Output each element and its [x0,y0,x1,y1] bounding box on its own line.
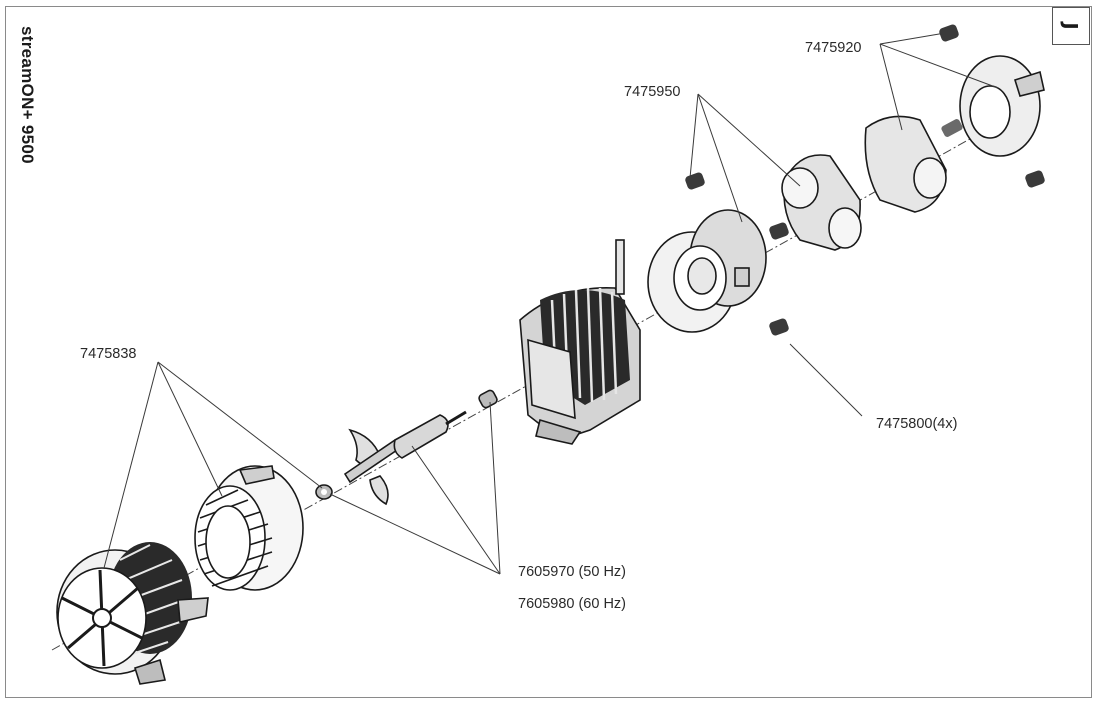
leader-lines-7605970 [329,401,501,575]
rear-bushing [478,389,498,409]
leader-lines-7475838 [103,361,323,569]
motor-flange-part [647,209,767,333]
front-bushing [315,484,333,500]
screw-middle [769,222,789,240]
diagram-frame [5,6,1092,698]
rotor-impeller-part [343,410,467,506]
leader-lines-7475920 [879,32,999,131]
part-number-7605980: 7605980 (60 Hz) [518,596,627,612]
rear-mount-part [959,55,1045,157]
motor-block-part [519,239,641,445]
leader-lines-7475950 [689,93,801,223]
screw-bottom-right [1025,170,1045,188]
screw-upper-left [685,172,705,190]
part-number-7605970: 7605970 (50 Hz) [518,564,627,580]
leader-line-7475800 [789,343,863,417]
suction-plate-part [864,115,947,213]
intake-cage-part [56,542,209,685]
screw-top-right [939,24,959,42]
magnet-holder-part [781,154,862,251]
part-number-7475950: 7475950 [624,84,681,100]
screw-lower [769,318,789,336]
section-marker: J [1052,7,1090,45]
part-number-7475920: 7475920 [805,40,862,56]
part-number-7475838: 7475838 [80,346,137,362]
product-title: streamON+ 9500 [18,26,37,164]
impeller-cage-part [194,465,304,591]
part-number-7475800: 7475800(4x) [876,416,958,432]
connecting-bolt [941,119,963,137]
